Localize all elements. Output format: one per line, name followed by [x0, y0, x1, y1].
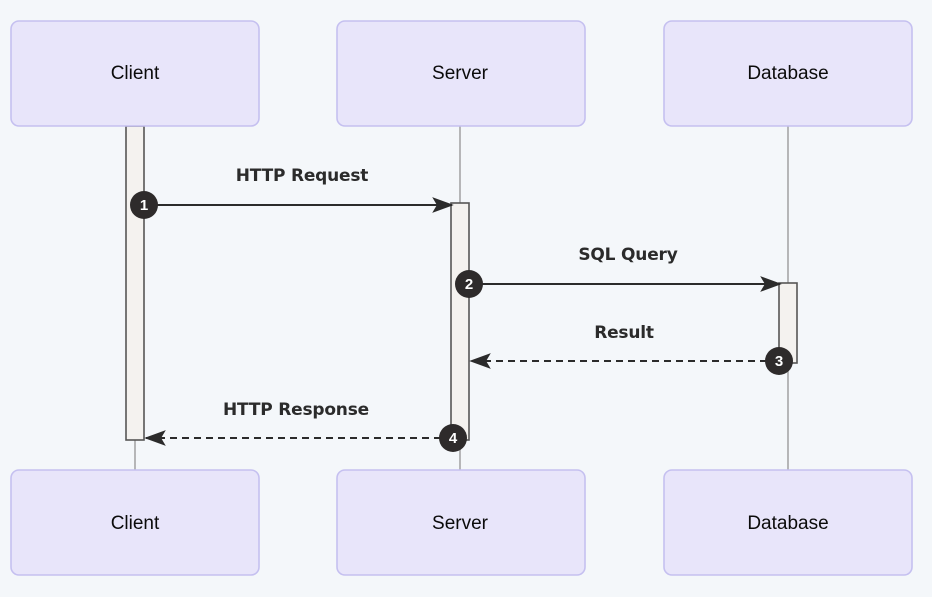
actor-label-database-top: Database [747, 63, 828, 84]
sequence-marker-3-label: 3 [775, 353, 783, 370]
actor-box-client-top[interactable]: Client [10, 20, 260, 127]
sequence-marker-1-circle [130, 191, 158, 219]
actor-box-database-bottom[interactable]: Database [663, 469, 913, 576]
actor-label-database-bottom: Database [747, 513, 828, 534]
actor-label-server-top: Server [432, 63, 489, 84]
actor-box-client-top-rect [10, 20, 260, 127]
message-label-http-response: HTTP Response [223, 400, 369, 420]
sequence-marker-1-label: 1 [140, 197, 148, 214]
actor-box-server-bottom-rect [336, 469, 586, 576]
actor-box-server-top-rect [336, 20, 586, 127]
sequence-marker-3-circle [765, 347, 793, 375]
message-3-result[interactable]: Result 3 [469, 323, 793, 375]
actor-box-client-bottom[interactable]: Client [10, 469, 260, 576]
sequence-marker-2-label: 2 [465, 276, 473, 293]
message-4-http-response[interactable]: HTTP Response 4 [144, 400, 467, 452]
message-label-sql-query: SQL Query [578, 245, 677, 265]
actor-label-client-bottom: Client [111, 513, 160, 534]
sequence-marker-4-label: 4 [449, 430, 458, 447]
sequence-marker-4-circle [439, 424, 467, 452]
actor-boxes-top: Client Server Database [10, 20, 913, 127]
actor-box-database-bottom-rect [663, 469, 913, 576]
message-label-result: Result [594, 323, 654, 343]
actor-label-client-top: Client [111, 63, 160, 84]
actor-box-server-top[interactable]: Server [336, 20, 586, 127]
message-label-http-request: HTTP Request [236, 166, 369, 186]
sequence-marker-2-circle [455, 270, 483, 298]
actor-box-database-top-rect [663, 20, 913, 127]
actor-box-server-bottom[interactable]: Server [336, 469, 586, 576]
actor-label-server-bottom: Server [432, 513, 489, 534]
activation-bar-client [125, 125, 145, 441]
actor-box-client-bottom-rect [10, 469, 260, 576]
message-2-sql-query[interactable]: SQL Query 2 [455, 245, 782, 298]
message-1-http-request[interactable]: HTTP Request 1 [130, 166, 454, 219]
activation-bar-server [450, 202, 470, 441]
actor-box-database-top[interactable]: Database [663, 20, 913, 127]
actor-boxes-bottom: Client Server Database [10, 469, 913, 576]
